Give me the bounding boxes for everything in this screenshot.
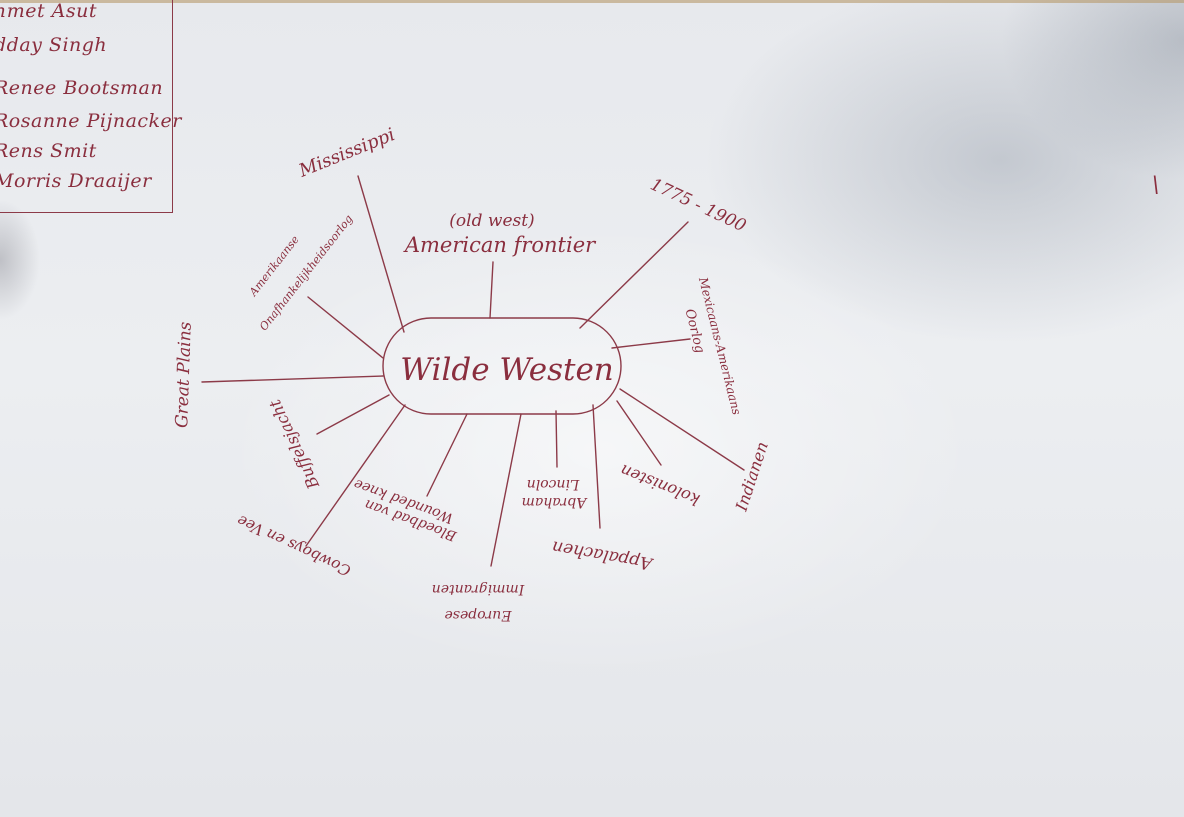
branch-frontier-line2: American frontier: [403, 233, 597, 257]
line-lincoln: [555, 410, 558, 468]
branch-years: 1775 - 1900: [647, 175, 749, 237]
line-indianen: [619, 388, 745, 471]
line-great-plains: [201, 375, 384, 383]
member-name: dday Singh: [0, 34, 108, 56]
member-name: Rosanne Pijnacker: [0, 110, 182, 132]
line-mississippi: [357, 175, 405, 333]
line-buffelsjacht: [316, 394, 390, 435]
branch-buffelsjacht: Buffelsjacht: [265, 396, 324, 493]
branch-mexicaans-line2: Oorlog: [682, 307, 707, 354]
group-members-box: hmet Asut dday Singh Renee Bootsman Rosa…: [0, 0, 181, 213]
branch-europese-line1: Europese: [444, 607, 512, 623]
paper-shadow: [0, 200, 40, 320]
member-name: Morris Draaijer: [0, 170, 152, 192]
branch-indianen: Indianen: [731, 439, 772, 514]
center-ellipse: [382, 317, 622, 415]
branch-mississippi: Mississippi: [295, 124, 398, 182]
table-edge: [0, 0, 1184, 3]
member-name: hmet Asut: [0, 0, 98, 22]
member-name: Rens Smit: [0, 140, 97, 162]
branch-europese-line2: Immigranten: [432, 581, 526, 597]
branch-frontier-line1: (old west): [449, 211, 534, 231]
line-years: [579, 221, 689, 329]
line-europese: [490, 413, 522, 567]
line-mexicaans: [611, 338, 691, 349]
branch-cowboys: Cowboys en Vee: [234, 511, 354, 580]
branch-great-plains: Great Plains: [172, 321, 196, 428]
line-frontier: [489, 261, 494, 319]
connector-lines: [201, 175, 745, 567]
stray-pen-mark: \: [1152, 173, 1159, 198]
center-topic: Wilde Westen: [400, 352, 614, 388]
member-name: Renee Bootsman: [0, 77, 164, 99]
line-cowboys: [305, 404, 406, 547]
branch-appalachen: Appalachen: [551, 536, 656, 574]
branch-kolonisten: kolonisten: [617, 461, 702, 510]
line-appalachen: [592, 404, 601, 529]
line-bloedbad: [426, 413, 468, 497]
branch-lincoln-line1: Abraham: [522, 494, 589, 510]
line-onafhankelijkheid: [307, 296, 384, 359]
center-node: Wilde Westen: [382, 317, 622, 415]
branch-lincoln-line2: Lincoln: [527, 476, 581, 492]
line-kolonisten: [616, 400, 662, 466]
